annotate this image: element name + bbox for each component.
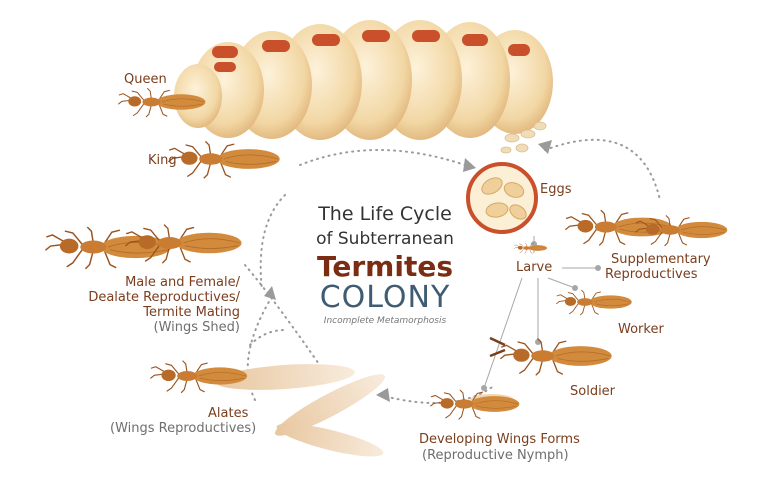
label-alates-sub: (Wings Reproductives) <box>110 421 257 436</box>
soldier-termite-icon <box>489 336 613 376</box>
egg-trail-icon <box>500 121 547 154</box>
title-line-2: of Subterranean <box>316 229 454 249</box>
label-dealate-2: Dealate Reproductives/ <box>88 290 240 305</box>
label-developing: Developing Wings Forms <box>419 432 580 447</box>
label-developing-sub: (Reproductive Nymph) <box>422 448 569 463</box>
label-worker: Worker <box>618 322 664 337</box>
label-supplementary-2: Reproductives <box>605 267 698 282</box>
label-dealate-1: Male and Female/ <box>125 275 240 290</box>
label-soldier: Soldier <box>570 384 616 399</box>
title-colony: COLONY <box>319 280 451 315</box>
label-dealate-3: Termite Mating <box>143 305 240 320</box>
label-eggs: Eggs <box>540 182 572 197</box>
king-termite-icon <box>168 140 281 179</box>
larve-connectors <box>483 236 598 389</box>
supplementary-reproductive-icon <box>565 209 728 247</box>
worker-termite-icon <box>556 289 633 316</box>
larva-icon <box>514 242 548 254</box>
egg-cluster-icon <box>466 162 538 234</box>
loose-wings <box>275 374 385 457</box>
label-king: King <box>148 153 177 168</box>
title-termites: Termites <box>317 250 453 283</box>
mating-termites-icon <box>45 224 243 270</box>
label-supplementary-1: Supplementary <box>611 252 711 267</box>
nymph-termite-icon <box>430 389 520 420</box>
label-larve: Larve <box>516 260 553 275</box>
title-line-1: The Life Cycle <box>318 203 452 225</box>
label-queen: Queen <box>124 72 167 87</box>
arrow-heads <box>264 140 552 402</box>
alate-termite-icon <box>150 360 355 394</box>
label-alates: Alates <box>208 406 249 421</box>
queen-termite-icon <box>118 20 553 140</box>
title-subtitle: Incomplete Metamorphosis <box>323 316 447 326</box>
label-dealate-sub: (Wings Shed) <box>153 320 240 335</box>
